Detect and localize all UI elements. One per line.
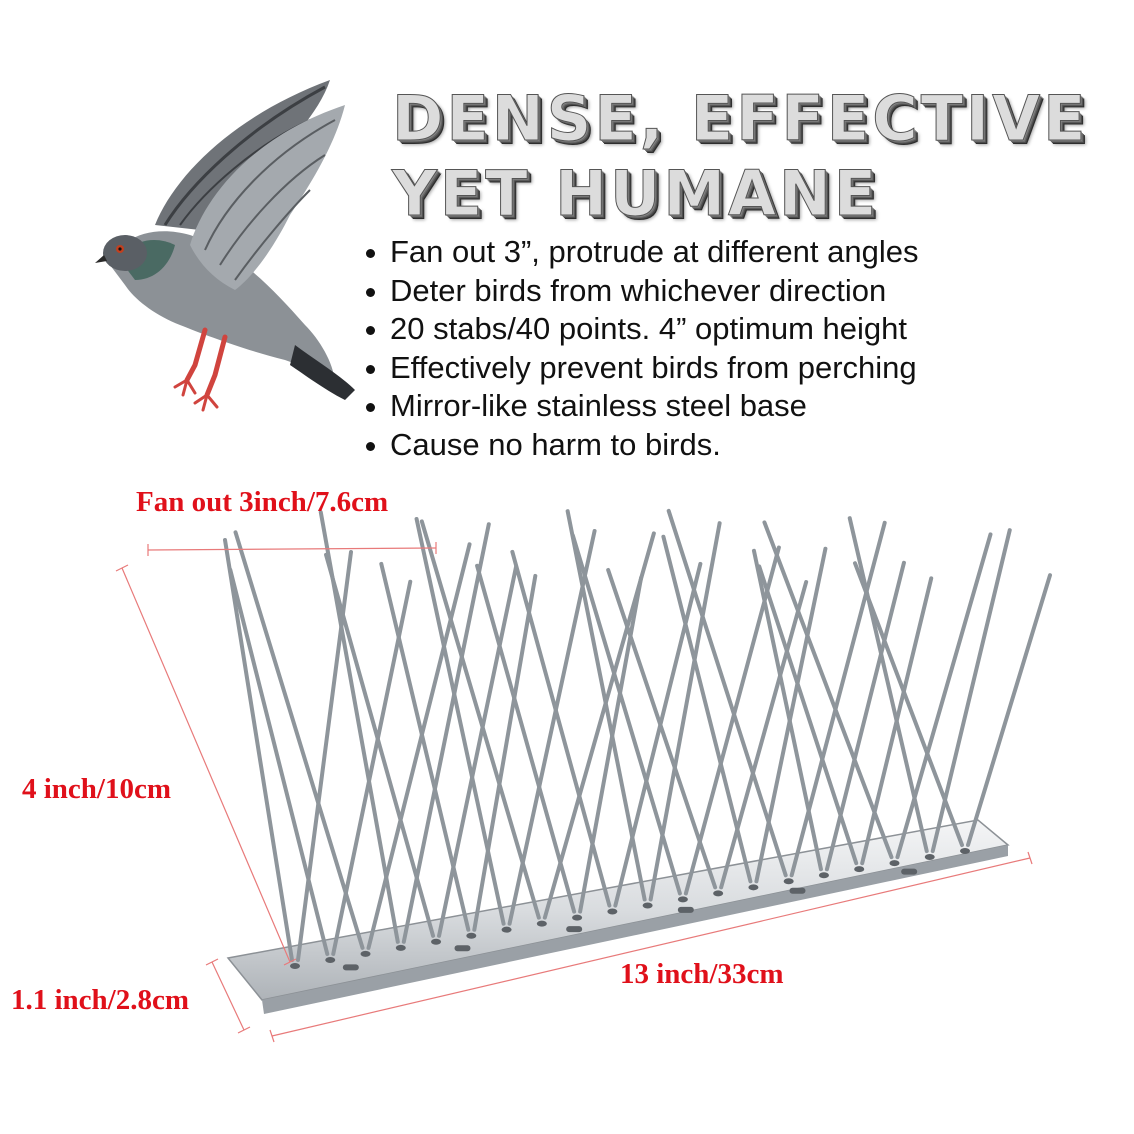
spike-rod <box>606 567 718 890</box>
feature-item: 20 stabs/40 points. 4” optimum height <box>362 310 918 349</box>
feature-item: Fan out 3”, protrude at different angles <box>362 233 918 272</box>
spike-rods <box>223 508 1052 962</box>
spike-rod <box>757 564 859 866</box>
spike-rod <box>565 509 647 902</box>
feature-text: Fan out 3”, protrude at different angles <box>390 234 919 269</box>
headline-line-2: YET HUMANE <box>391 157 880 230</box>
base-hole <box>607 908 618 915</box>
spike-rod <box>324 552 436 938</box>
spike-rod <box>401 522 491 944</box>
dimension-lines <box>115 542 1033 1043</box>
base-hole <box>572 914 583 921</box>
base-hole <box>642 902 653 909</box>
pigeon-image <box>95 80 355 412</box>
height-dimension-label: 4 inch/10cm <box>22 773 172 805</box>
feature-text: Cause no harm to birds. <box>390 426 721 462</box>
mounting-slot <box>566 926 583 933</box>
base-hole <box>466 932 477 939</box>
steel-base <box>226 819 1010 1014</box>
mounting-slot <box>901 868 918 875</box>
length-dimension-label: 13 inch/33cm <box>620 958 784 990</box>
spike-rod <box>661 534 753 884</box>
base-hole <box>677 896 688 903</box>
base-height-dimension-label: 1.1 inch/2.8cm <box>11 984 190 1016</box>
bullet-icon <box>366 403 375 412</box>
mounting-slot <box>454 945 471 952</box>
spike-rod <box>414 517 506 926</box>
spike-rod <box>379 561 471 932</box>
spike-rod <box>966 573 1052 847</box>
feature-text: Mirror-like stainless steel base <box>390 388 807 423</box>
spike-rod <box>228 567 330 956</box>
feature-item: Mirror-like stainless steel base <box>362 387 918 426</box>
fan-out-dimension-label: Fan out 3inch/7.6cm <box>136 486 389 518</box>
spike-rod <box>666 508 788 878</box>
base-holes <box>290 848 970 971</box>
feature-text: Deter birds from whichever direction <box>390 272 887 308</box>
spike-rod <box>296 550 353 962</box>
mounting-slot <box>342 964 359 971</box>
base-hole <box>889 860 900 867</box>
base-hole <box>290 963 300 969</box>
bullet-icon <box>366 326 375 335</box>
feature-text: 20 stabs/40 points. 4” optimum height <box>390 311 907 346</box>
headline-line-1: DENSE, EFFECTIVE <box>391 82 1089 155</box>
mounting-slot <box>677 906 694 913</box>
bullet-icon <box>366 364 375 374</box>
spike-rod <box>475 563 577 914</box>
base-hole <box>713 890 724 897</box>
bullet-icon <box>366 249 375 258</box>
mounting-slot <box>789 887 806 894</box>
feature-item: Deter birds from whichever direction <box>362 272 918 311</box>
feature-item: Effectively prevent birds from perching <box>362 349 918 388</box>
feature-text: Effectively prevent birds from perching <box>390 349 917 385</box>
base-hole <box>748 884 759 891</box>
spike-rod <box>570 533 682 896</box>
base-hole <box>536 920 547 927</box>
base-hole <box>783 878 794 885</box>
base-hole <box>854 866 865 873</box>
spike-rod <box>233 530 365 950</box>
spike-rod <box>789 520 887 878</box>
bullet-icon <box>366 287 375 297</box>
base-hole <box>325 956 336 963</box>
feature-item: Cause no harm to birds. <box>362 426 918 465</box>
base-hole <box>924 854 935 861</box>
spike-rod <box>507 529 597 926</box>
spike-rod <box>437 564 519 938</box>
spike-rod <box>719 579 809 890</box>
base-hole <box>818 872 829 879</box>
spike-rod <box>751 548 823 872</box>
spike-rod <box>510 549 612 908</box>
base-hole <box>360 950 371 957</box>
spike-rod <box>895 532 993 860</box>
feature-list: Fan out 3”, protrude at different angles… <box>362 233 918 464</box>
bullet-icon <box>366 441 375 451</box>
base-hole <box>960 848 970 854</box>
spike-rod <box>419 519 541 920</box>
spike-rod <box>472 573 538 932</box>
spike-rod <box>762 520 894 860</box>
spike-rod <box>847 516 929 854</box>
base-hole <box>395 944 406 951</box>
spike-rod <box>853 561 964 847</box>
spike-rod <box>223 538 294 962</box>
base-hole <box>501 926 512 933</box>
base-hole <box>431 938 442 945</box>
